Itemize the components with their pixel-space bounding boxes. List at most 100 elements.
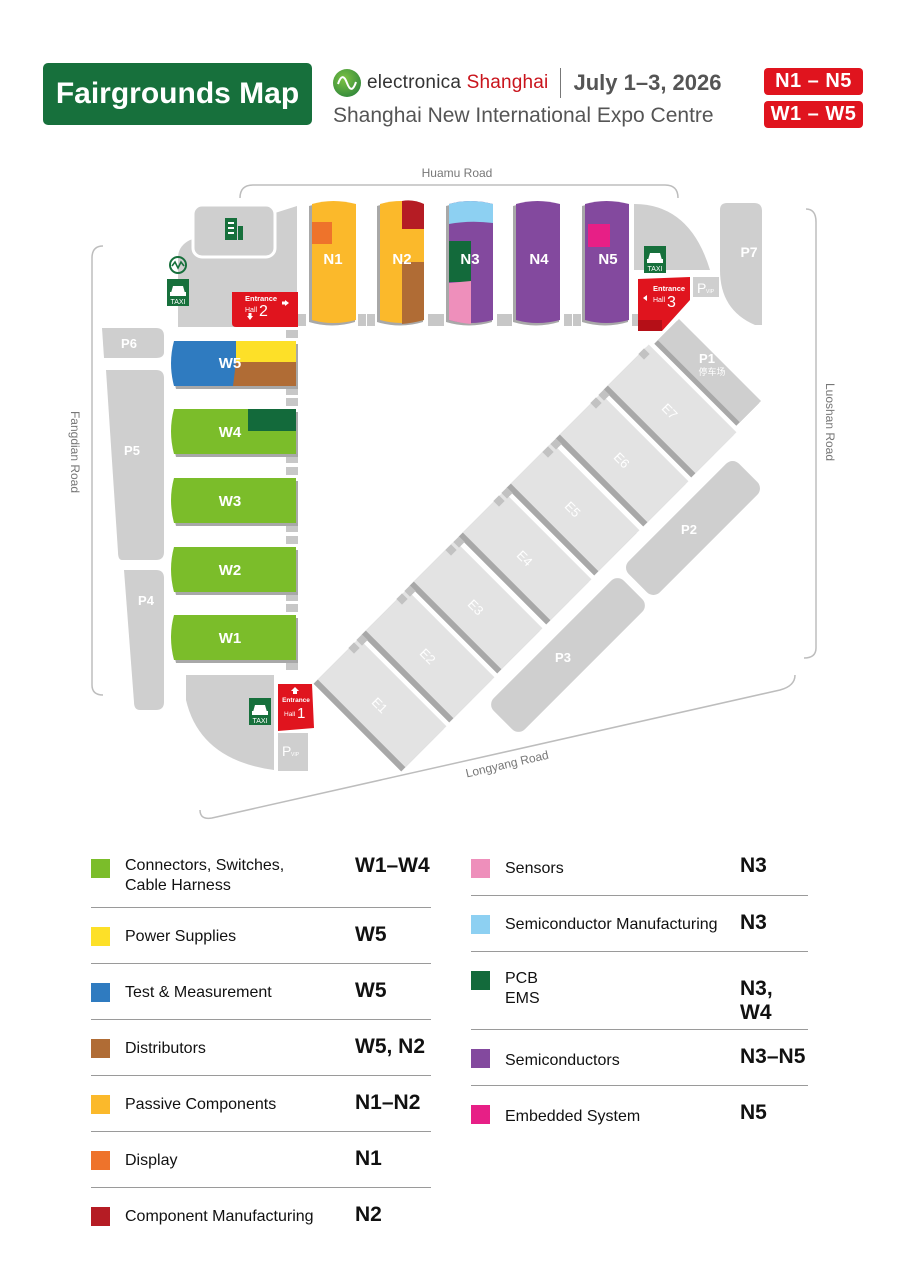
legend-item: Display N1	[91, 1132, 431, 1188]
north-halls: N1 N2 N3 N4 N5	[298, 200, 640, 326]
legend-item: Semiconductors N3–N5	[471, 1030, 808, 1086]
parking-p1-cn-label: 停车场	[698, 366, 725, 377]
svg-text:Hall: Hall	[245, 307, 258, 314]
arrow-left-icon	[643, 295, 647, 301]
svg-text:Hall: Hall	[284, 711, 296, 718]
parking-p3	[491, 578, 645, 732]
road-label-luoshan: Luoshan Road	[823, 383, 837, 461]
svg-text:N2: N2	[392, 251, 411, 268]
road-label-huamu: Huamu Road	[422, 166, 493, 180]
entrance-hall-1[interactable]: Entrance Hall 1	[278, 684, 314, 731]
svg-text:Entrance: Entrance	[282, 697, 310, 704]
taxi-icon: TAXI	[644, 246, 666, 273]
road-label-fangdian: Fangdian Road	[68, 411, 82, 493]
divider	[560, 68, 562, 98]
svg-text:N5: N5	[598, 251, 617, 268]
legend-item: Embedded System N5	[471, 1086, 808, 1142]
legend-item: Semiconductor Manufacturing N3	[471, 896, 808, 952]
luoshan-road-line	[803, 208, 817, 659]
hall-n5[interactable]: N5	[582, 201, 629, 326]
legend-left: Connectors, Switches, Cable Harness W1–W…	[91, 850, 431, 1244]
legend-item: Component Manufacturing N2	[91, 1188, 431, 1244]
hall-e3[interactable]: E3	[409, 540, 543, 674]
entrance-hall-2[interactable]: Entrance Hall 2	[232, 292, 298, 327]
parking-p2	[626, 461, 760, 595]
fairground-map: Huamu Road Fangdian Road Luoshan Road Lo…	[0, 150, 905, 830]
svg-text:TAXI: TAXI	[252, 718, 267, 725]
event-dates: July 1–3, 2026	[573, 70, 722, 95]
legend-swatch	[91, 927, 110, 946]
svg-text:2: 2	[259, 303, 268, 320]
svg-text:W1: W1	[219, 630, 242, 647]
hall-w1[interactable]: W1	[171, 615, 298, 663]
legend-swatch	[91, 1039, 110, 1058]
arrow-down-icon	[247, 313, 253, 320]
parking-vip-sw: P VIP	[278, 733, 308, 771]
svg-text:Entrance: Entrance	[653, 284, 685, 293]
legend-item: Power Supplies W5	[91, 908, 431, 964]
svg-text:VIP: VIP	[291, 752, 300, 758]
hall-n1[interactable]: N1	[309, 201, 356, 326]
svg-text:3: 3	[667, 294, 676, 311]
svg-text:N3: N3	[460, 251, 479, 268]
hall-w5[interactable]: W5	[171, 341, 298, 389]
svg-text:TAXI: TAXI	[647, 266, 662, 273]
parking-p4: P4	[124, 570, 164, 710]
legend-swatch	[91, 1151, 110, 1170]
svg-text:P5: P5	[124, 443, 140, 458]
svg-text:TAXI: TAXI	[170, 299, 185, 306]
electronica-logo-icon	[333, 69, 361, 97]
legend-swatch	[471, 915, 490, 934]
parking-p3-label: P3	[555, 650, 571, 665]
hall-e7[interactable]: E7	[603, 344, 737, 478]
hall-e1[interactable]: E1	[313, 638, 447, 772]
hall-e5[interactable]: E5	[506, 442, 640, 576]
legend-item: Passive Components N1–N2	[91, 1076, 431, 1132]
hall-e6[interactable]: E6	[555, 393, 689, 527]
venue-name: Shanghai New International Expo Centre	[333, 104, 714, 127]
fangdian-road-line	[91, 245, 104, 696]
brand-header: electronica Shanghai July 1–3, 2026	[333, 66, 722, 100]
office-building-icon	[225, 218, 243, 240]
legend-item: Sensors N3	[471, 850, 808, 896]
svg-text:P: P	[697, 280, 706, 296]
svg-text:P7: P7	[740, 244, 757, 260]
hall-tag-north: N1 – N5	[764, 68, 863, 95]
parking-vip-ne: P VIP	[693, 277, 719, 297]
hall-w3[interactable]: W3	[171, 478, 298, 526]
brand-name: electronica Shanghai	[367, 72, 549, 93]
legend-item: Test & Measurement W5	[91, 964, 431, 1020]
svg-text:W5: W5	[219, 355, 242, 372]
hall-n3[interactable]: N3	[446, 201, 493, 326]
svg-text:P6: P6	[121, 336, 137, 351]
svg-text:W4: W4	[219, 424, 242, 441]
svg-text:1: 1	[297, 705, 305, 722]
hall-e2[interactable]: E2	[361, 589, 495, 723]
legend-swatch	[91, 983, 110, 1002]
arrow-up-icon	[291, 687, 299, 694]
legend-swatch	[471, 1105, 490, 1124]
taxi-icon: TAXI	[249, 698, 271, 725]
legend-swatch	[471, 971, 490, 990]
svg-text:P: P	[282, 743, 291, 759]
svg-text:W2: W2	[219, 562, 242, 579]
parking-p5: P5	[106, 370, 164, 560]
svg-text:N4: N4	[529, 251, 549, 268]
hall-w2[interactable]: W2	[171, 547, 298, 595]
legend-swatch	[471, 859, 490, 878]
hall-n2[interactable]: N2	[377, 200, 424, 326]
svg-text:Hall: Hall	[653, 297, 666, 304]
svg-text:VIP: VIP	[706, 289, 715, 295]
hall-w4[interactable]: W4	[171, 409, 298, 457]
hall-n4[interactable]: N4	[513, 201, 560, 326]
hall-e4[interactable]: E4	[458, 491, 592, 625]
legend-item: Distributors W5, N2	[91, 1020, 431, 1076]
taxi-icon: TAXI	[167, 279, 189, 306]
svg-text:P4: P4	[138, 593, 155, 608]
arrow-right-icon	[282, 300, 289, 306]
parking-p1	[654, 318, 762, 426]
entrance-hall-3[interactable]: Entrance Hall 3	[638, 277, 690, 331]
svg-text:Entrance: Entrance	[245, 294, 277, 303]
parking-p2-label: P2	[681, 522, 697, 537]
page-title: Fairgrounds Map	[43, 63, 312, 125]
